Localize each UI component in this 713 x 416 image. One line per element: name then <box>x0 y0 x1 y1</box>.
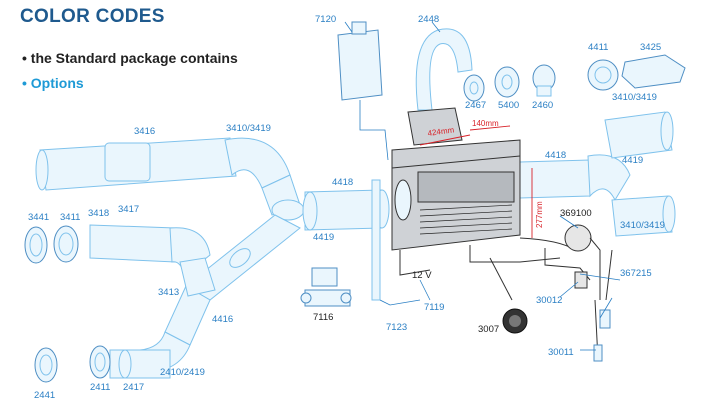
controller-3007 <box>502 308 528 334</box>
vent-2441 <box>34 347 58 383</box>
page-title: COLOR CODES <box>20 6 165 27</box>
duct-4418-mid <box>302 189 390 231</box>
vent-2460 <box>532 64 556 97</box>
vent-2467 <box>463 74 485 102</box>
label-2417: 2417 <box>123 382 144 393</box>
duct-2410 <box>109 349 171 379</box>
leader-lines <box>344 21 621 351</box>
legend-options: • Options <box>22 75 84 91</box>
label-2411: 2411 <box>90 382 110 393</box>
label-3425: 3425 <box>640 42 661 53</box>
vent-5400 <box>494 66 520 98</box>
fuel-pump-7116 <box>300 267 352 307</box>
label-4416: 4416 <box>212 314 233 325</box>
vent-4411 <box>587 59 619 91</box>
wiring <box>399 237 591 301</box>
fuel-line-7119 <box>379 299 421 306</box>
duct-right <box>519 111 676 237</box>
label-12v: 12 V <box>412 270 432 281</box>
label-4418-mid: 4418 <box>332 177 353 188</box>
label-4419-right: 4419 <box>622 155 643 166</box>
label-367215: 367215 <box>620 268 652 279</box>
dim-depth: 140mm <box>472 119 499 128</box>
part-30012 <box>574 271 588 289</box>
elbow-3410-left <box>224 137 305 221</box>
label-7119: 7119 <box>424 302 444 313</box>
dimension-lines <box>419 125 533 238</box>
dim-height: 277mm <box>535 201 544 228</box>
label-5400: 5400 <box>498 100 519 111</box>
label-3410-3419-top: 3410/3419 <box>612 92 657 103</box>
fuel-tank-7120 <box>337 21 389 301</box>
label-3410-3419-left: 3410/3419 <box>226 123 271 134</box>
label-30011: 30011 <box>548 347 574 358</box>
label-7123: 7123 <box>386 322 407 333</box>
hose-2448 <box>415 28 473 111</box>
panel-369100 <box>564 224 601 300</box>
label-3417: 3417 <box>118 204 139 215</box>
label-2460: 2460 <box>532 100 553 111</box>
label-30012: 30012 <box>536 295 562 306</box>
vent-3425 <box>621 54 686 89</box>
label-2467: 2467 <box>465 100 486 111</box>
label-2448: 2448 <box>418 14 439 25</box>
label-3007: 3007 <box>478 324 499 335</box>
duct-3416 <box>35 137 237 191</box>
label-4411: 4411 <box>588 42 608 53</box>
label-3441: 3441 <box>28 212 49 223</box>
label-3413: 3413 <box>158 287 179 298</box>
duct-3418 <box>89 224 216 297</box>
vent-3411 <box>53 225 79 263</box>
label-2410-2419: 2410/2419 <box>160 367 205 378</box>
label-3410-3419-right: 3410/3419 <box>620 220 665 231</box>
label-7116: 7116 <box>313 312 333 323</box>
vent-2411 <box>89 345 111 379</box>
part-30011 <box>593 299 603 362</box>
label-4418-right: 4418 <box>545 150 566 161</box>
label-2441: 2441 <box>34 390 55 401</box>
label-369100: 369100 <box>560 208 592 219</box>
label-7120: 7120 <box>315 14 336 25</box>
heater-unit <box>391 107 521 251</box>
label-3411: 3411 <box>60 212 80 223</box>
dim-width: 424mm <box>427 125 455 138</box>
legend-standard: • the Standard package contains <box>22 50 238 66</box>
part-367215 <box>599 249 613 329</box>
vent-3441 <box>24 226 48 264</box>
label-3416: 3416 <box>134 126 155 137</box>
label-3418: 3418 <box>88 208 109 219</box>
label-4419-mid: 4419 <box>313 232 334 243</box>
